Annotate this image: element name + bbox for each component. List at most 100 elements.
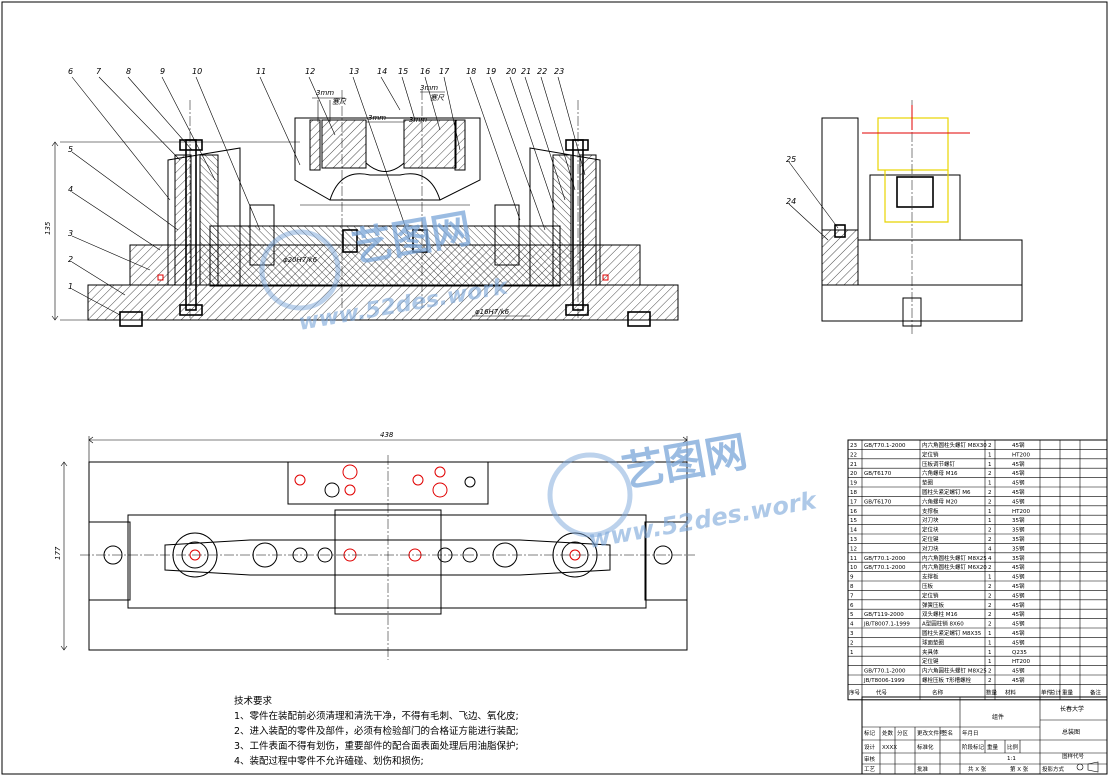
part-label-19: 19: [486, 67, 496, 76]
bom-row-no: 18: [850, 490, 857, 496]
bom-header-cell: 名称: [932, 688, 944, 696]
bom-row-no: 11: [850, 556, 857, 562]
bom-row-code: GB/T70.1-2000: [864, 669, 906, 675]
tb-change-doc: 更改文件号: [917, 729, 945, 737]
bom-row-qty: 2: [988, 499, 992, 505]
title-block: 组件 长春大学 总装图 图样代号 标记 处数 分区 更改文件号 签名 年月日 设…: [861, 696, 1108, 775]
part-label-14: 14: [377, 67, 387, 76]
bom-row-material: 45钢: [1012, 573, 1025, 581]
bom-header-cell: 数量: [986, 688, 998, 696]
tech-item: 3、工件表面不得有划伤，重要部件的配合面表面处理后用油脂保护;: [234, 741, 519, 752]
bom-row-no: 6: [850, 603, 854, 609]
bom-row-no: 22: [850, 452, 857, 458]
tb-sign: 签名: [942, 729, 953, 737]
part-label-18: 18: [466, 67, 476, 76]
part-label-25: 25: [786, 155, 796, 164]
bom-row-no: 9: [850, 575, 854, 581]
bom-row-material: Q235: [1012, 650, 1027, 656]
bom-row-code: GB/T119-2000: [864, 612, 904, 618]
tb-zone: 分区: [897, 729, 909, 737]
bom-row-name: 压板: [922, 582, 934, 590]
bom-header-cell: 重量: [1062, 688, 1074, 696]
dim-width-plan: 438: [380, 431, 394, 439]
bom-row-no: 4: [850, 622, 854, 628]
bom-row-material: 45钢: [1012, 497, 1025, 505]
bom-row-name: 六角螺母 M20: [922, 497, 958, 505]
bom-row-no: 3: [850, 631, 854, 637]
bom-row-qty: 1: [988, 452, 992, 458]
part-label-3: 3: [68, 229, 73, 238]
part-label-15: 15: [398, 67, 408, 76]
dim-gauge-a: 3mm: [316, 89, 334, 97]
feeler-label-a: 塞尺: [332, 98, 347, 106]
part-label-4: 4: [68, 185, 73, 194]
tb-stage: 阶段标记: [962, 743, 985, 751]
bom-row-code: GB/T70.1-2000: [864, 556, 906, 562]
bom-row-material: 45钢: [1012, 601, 1025, 609]
bom-row-material: HT200: [1012, 659, 1030, 665]
bom-header-cell: 材料: [1005, 688, 1017, 696]
bom-row-no: 15: [850, 518, 857, 524]
bom-row-no: 14: [850, 528, 857, 534]
bom-row-name: 定位销: [922, 450, 939, 458]
bom-row-qty: 2: [988, 622, 992, 628]
bom-row-qty: 1: [988, 650, 992, 656]
tech-item: 1、零件在装配前必须清理和清洗干净，不得有毛刺、飞边、氧化皮;: [234, 711, 519, 722]
dim-height-plan: 177: [54, 546, 62, 560]
bom-row-material: 45钢: [1012, 667, 1025, 675]
dim-gauge-b: 3mm: [420, 84, 438, 92]
bom-row-name: 定位销: [922, 591, 939, 599]
bom-row-material: 45钢: [1012, 582, 1025, 590]
bom-row-material: HT200: [1012, 509, 1030, 515]
feeler-label-b: 塞尺: [430, 94, 445, 102]
bom-row-code: GB/T6170: [864, 471, 892, 477]
bom-row-qty: 4: [988, 556, 992, 562]
tb-code-label: 图样代号: [1062, 752, 1085, 760]
part-label-8: 8: [126, 67, 131, 76]
bom-row-name: 支撑板: [922, 573, 939, 581]
bom-row-qty: 1: [988, 509, 992, 515]
tb-mark: 标记: [864, 729, 876, 737]
bom-row-name: 内六角圆柱头螺钉 M6X20: [922, 563, 987, 571]
tb-sheet-total: 共 X 张: [968, 765, 987, 773]
tb-process: 工艺: [864, 766, 876, 773]
tech-item: 4、装配过程中零件不允许磕碰、划伤和损伤;: [234, 756, 424, 767]
watermark-brand-2: 艺图网: [618, 427, 751, 497]
tb-design-name: XXXX: [882, 745, 897, 751]
bom-row-name: 内六角圆柱头螺钉 M8X25: [922, 667, 987, 675]
bom-row-material: 45钢: [1012, 469, 1025, 477]
bom-row-no: 8: [850, 584, 854, 590]
part-label-10: 10: [192, 67, 202, 76]
bom-row-material: 45钢: [1012, 676, 1025, 684]
bom-row-no: 2: [850, 640, 854, 646]
part-label-6: 6: [68, 67, 73, 76]
bom-row-qty: 1: [988, 518, 992, 524]
bom-row-qty: 2: [988, 537, 992, 543]
bom-row-no: 23: [850, 443, 857, 449]
bom-row-qty: 1: [988, 659, 992, 665]
bom-row-qty: 2: [988, 669, 992, 675]
bom-header-cell: 单件: [1041, 688, 1053, 696]
bom-header-cell: 代号: [876, 688, 888, 696]
part-label-9: 9: [160, 67, 165, 76]
bom-row-qty: 2: [988, 593, 992, 599]
projection-symbol-icon: [1076, 761, 1099, 773]
bom-row-name: 内六角圆柱头螺钉 M8X30: [922, 441, 987, 449]
part-label-16: 16: [420, 67, 430, 76]
part-label-11: 11: [256, 67, 266, 76]
bom-row-name: 夹具体: [922, 648, 939, 656]
tb-scale-label: 比例: [1007, 743, 1019, 751]
part-label-13: 13: [349, 67, 359, 76]
bom-row-no: 17: [850, 499, 857, 505]
dim-gauge-d: 3mm: [409, 116, 427, 124]
bom-row-material: 45钢: [1012, 488, 1025, 496]
bom-row-name: 双头螺柱 M16: [922, 610, 958, 618]
tb-approve: 批准: [917, 765, 929, 773]
side-view: 25 24: [786, 100, 1023, 335]
bom-header-cell: 备注: [1090, 688, 1102, 696]
bom-row-name: 六角螺母 M16: [922, 469, 958, 477]
bom-row-code: GB/T70.1-2000: [864, 443, 906, 449]
tb-title: 总装图: [1062, 728, 1080, 736]
bom-row-name: 对刀块: [922, 516, 939, 524]
